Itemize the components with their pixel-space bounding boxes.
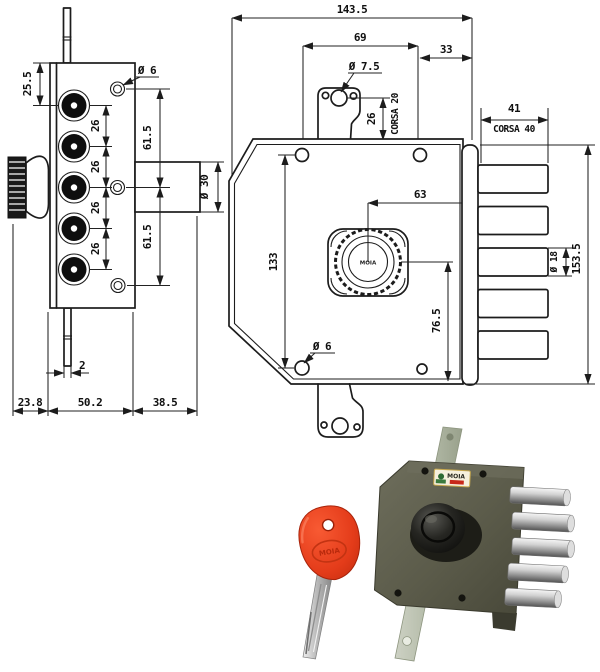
deadbolt (477, 205, 549, 236)
screw-hole (394, 589, 402, 597)
dim-depth-chain: 23.8 50.2 38.5 (12, 216, 198, 416)
bolt-head (57, 130, 91, 163)
knob-photo (410, 503, 482, 562)
dim-bolt-spacing: 26 26 26 26 (89, 104, 112, 271)
chrome-bolts (504, 486, 575, 608)
dim-fix-holes-height: 133 (267, 154, 295, 369)
dim-cylinder-to-edge: 63 (367, 188, 474, 262)
dim-label: 38.5 (153, 396, 178, 409)
dim-label: 61.5 (141, 126, 154, 151)
dim-cylinder-to-bottom: 76.5 (401, 261, 453, 382)
dim-bolt-projection: 41 CORSA 40 (480, 102, 549, 163)
bolt-head (57, 212, 91, 245)
screw-hole (421, 467, 429, 475)
dim-label: 2 (79, 359, 85, 372)
dim-label: CORSA 20 (390, 92, 401, 135)
deadbolt (477, 330, 549, 360)
faceplate-and-bolts (461, 144, 549, 386)
dim-top-offset: 25.5 (21, 62, 58, 107)
dim-label: 26 (89, 242, 102, 255)
product-photo: MOIA (298, 426, 575, 662)
dim-label: 63 (414, 188, 426, 201)
thumb-turn-knob (7, 155, 50, 219)
dim-label: 26 (89, 201, 102, 214)
side-view-drawing: 25.5 Ø 6 26 26 26 26 (7, 7, 224, 416)
knurl-ridges (9, 161, 25, 211)
dim-label: 61.5 (141, 225, 154, 250)
deadbolt (477, 288, 549, 319)
dim-label: Ø 6 (137, 64, 157, 77)
chrome-bolt (504, 587, 562, 608)
screw-hole (458, 594, 466, 602)
dim-fix-holes-span: 69 33 (302, 31, 473, 150)
dim-label: 69 (354, 31, 366, 44)
bottom-locking-rod (63, 307, 72, 367)
dim-label: Ø 18 (549, 251, 560, 274)
key-blade (302, 574, 333, 660)
bolt-head (57, 171, 91, 204)
dim-label: 33 (440, 43, 452, 56)
dim-screw-pitch: 61.5 61.5 (126, 88, 170, 287)
dim-label: 23.8 (18, 396, 43, 409)
dim-label: Ø 7.5 (348, 60, 380, 73)
key-brand-text: MOIA (318, 547, 341, 558)
dim-bottom-hole-dia: Ø 6 (303, 340, 335, 364)
bottom-rod-tab (317, 383, 364, 438)
dim-label: 76.5 (430, 309, 443, 334)
front-view-drawing: 143.5 69 33 Ø 7.5 26 (228, 3, 595, 438)
red-key: MOIA (298, 505, 361, 660)
dim-label: 25.5 (21, 72, 34, 97)
dim-rod-thickness: 2 (46, 359, 89, 378)
deadbolt (477, 247, 549, 277)
dim-label: 26 (89, 119, 102, 132)
dim-label: 26 (365, 112, 378, 125)
chrome-bolt (509, 486, 571, 507)
top-rod-tab (317, 87, 361, 141)
key-head: MOIA (298, 505, 361, 581)
label-brand-text: MOIA (447, 473, 466, 481)
dim-label: 133 (267, 253, 280, 271)
bolt-head (57, 89, 91, 122)
dim-bolt-dia: Ø 18 (548, 247, 572, 277)
bolt-heads (57, 89, 91, 286)
dim-label: 143.5 (337, 3, 368, 16)
dim-label: 153.5 (570, 244, 583, 275)
chrome-bolt (511, 511, 575, 533)
fixing-screw-rings (109, 81, 126, 294)
dim-tab-hole-dia: Ø 7.5 (340, 60, 382, 93)
cylinder-logo-text: MOIA (360, 261, 377, 267)
dim-total-height: 153.5 (465, 144, 595, 385)
dim-fix-hole-dia: Ø 6 (122, 64, 159, 86)
brand-label: MOIA (433, 468, 471, 488)
dim-label: 50.2 (78, 396, 103, 409)
dim-label: 41 (508, 102, 521, 115)
chrome-bolt (511, 537, 575, 558)
screw-hole (479, 470, 487, 478)
bolt-head (57, 253, 91, 286)
dim-label: 26 (89, 160, 102, 173)
dim-cylinder-dia: Ø 30 (198, 161, 224, 213)
dim-label: CORSA 40 (493, 124, 536, 135)
dim-label: Ø 30 (198, 175, 211, 201)
chrome-bolt (507, 562, 569, 584)
top-locking-rod (62, 7, 72, 64)
deadbolt (477, 164, 549, 194)
dim-label: Ø 6 (312, 340, 332, 353)
lock-body-photo: MOIA (373, 460, 525, 631)
dim-total-width: 143.5 (231, 3, 473, 178)
front-fixing-holes (294, 147, 428, 376)
